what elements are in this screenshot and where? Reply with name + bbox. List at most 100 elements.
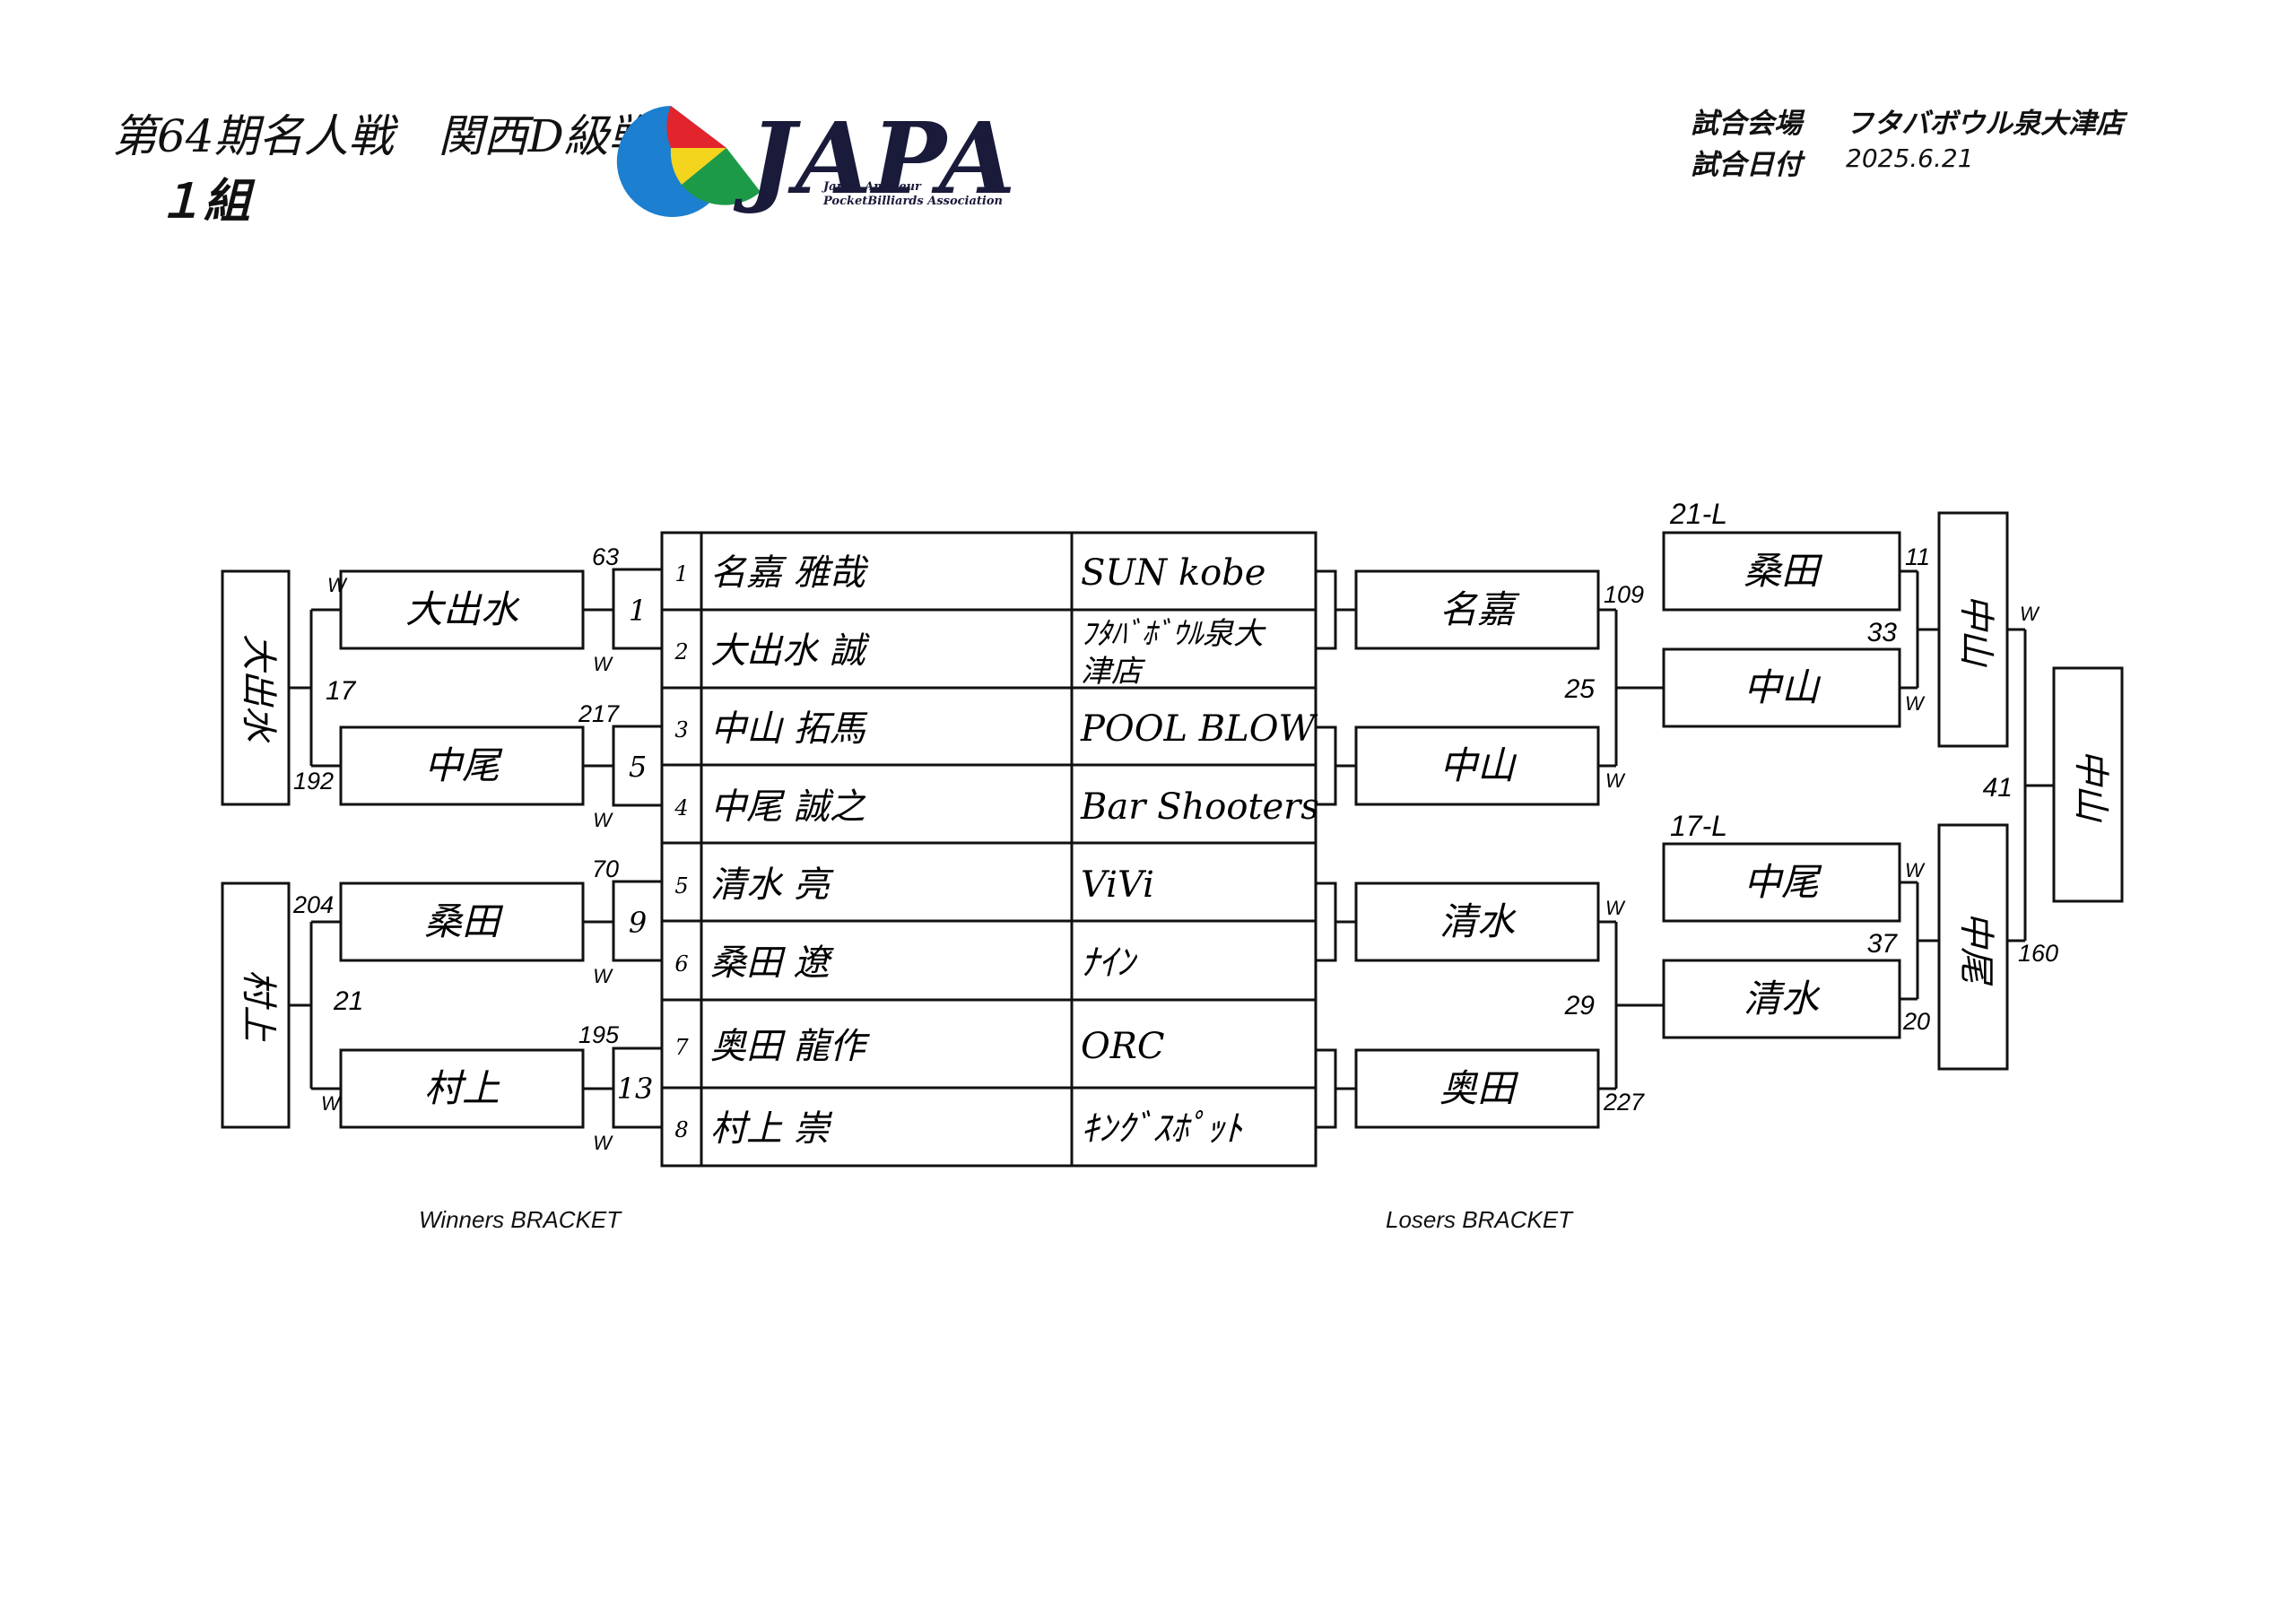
winner-mark: W — [593, 1132, 613, 1154]
player-name: 大出水 誠 — [710, 630, 871, 672]
venue-value: フタバボウル泉大津店 — [1846, 108, 2124, 140]
loser-round2-name: 中山 — [1744, 665, 1822, 709]
score-label: 70 — [592, 855, 619, 882]
winner-name: 大出水 — [405, 587, 520, 631]
winners-bracket-caption: Winners BRACKET — [419, 1206, 622, 1233]
losers-bracket-text: 名嘉 中山 清水 奥田 109 25 W W 29 227 21-L 17-L … — [1439, 498, 2111, 1116]
team-name: ﾅｲﾝ — [1081, 942, 1138, 984]
loser-round2-name: 中尾 — [1744, 860, 1822, 904]
page-title: 第64期名人戦 関西D級戦 — [112, 110, 654, 162]
seed-number: 8 — [674, 1117, 688, 1142]
losers-round1-connectors — [1598, 608, 1664, 1090]
loser-round3-name: 中尾 — [1955, 911, 1996, 986]
loser-round1-name: 清水 — [1439, 899, 1517, 943]
group-label: １組 — [157, 175, 251, 229]
seed-number: 2 — [674, 639, 688, 664]
date-label: 試合日付 — [1691, 149, 1802, 181]
winner-mark: W — [1605, 769, 1626, 792]
champion-name: 中山 — [2070, 749, 2111, 823]
losers-feed-ticks — [1314, 569, 1356, 1129]
winner-name: 村上 — [424, 1066, 500, 1110]
seed-number: 5 — [674, 873, 688, 899]
japa-logo: JAPA Japan Amateur PocketBilliards Assoc… — [616, 100, 1015, 217]
loser-round1-name: 奥田 — [1439, 1066, 1519, 1110]
score-label: 109 — [1604, 581, 1644, 608]
score-label: 160 — [2018, 940, 2058, 967]
losers-round2-boxes — [1662, 531, 1901, 1039]
logo-text: JAPA — [733, 100, 1015, 216]
player-name: 桑田 遼 — [710, 942, 835, 984]
winner-mark: W — [2020, 603, 2040, 625]
logo-sub2: PocketBilliards Association — [822, 195, 1003, 208]
loser-round3-name: 中山 — [1955, 594, 1996, 668]
loser-round2-name: 桑田 — [1744, 549, 1823, 593]
team-name: ﾌﾀﾊﾞﾎﾞｳﾙ泉大 — [1081, 616, 1266, 652]
score-label: 227 — [1603, 1089, 1645, 1116]
winner-mark: W — [1905, 859, 1926, 881]
champion-box — [2052, 666, 2124, 903]
losers-round3-box-2 — [1937, 823, 2009, 1071]
date-value: 2025.6.21 — [1846, 143, 1974, 173]
winner-mark: W — [593, 965, 613, 987]
score-label: 20 — [1902, 1008, 1930, 1035]
winners-round2-connectors — [289, 608, 341, 1090]
losers-round2-connectors — [1900, 569, 1939, 1001]
winners-final-box-2 — [221, 881, 291, 1129]
player-name: 中山 拓馬 — [710, 708, 868, 750]
winner-name: 中尾 — [424, 743, 503, 787]
seed-number: 1 — [674, 561, 688, 586]
seed-number: 6 — [674, 951, 688, 977]
match-number: 17 — [326, 676, 357, 706]
winner-mark: W — [593, 809, 613, 831]
winners-final-box-1 — [221, 569, 291, 806]
winner-mark: W — [327, 574, 348, 596]
losers-round1-boxes — [1354, 569, 1600, 1129]
logo-sub1: Japan Amateur — [821, 180, 922, 194]
player-table-text: 1 名嘉 雅哉 SUN kobe 2 大出水 誠 ﾌﾀﾊﾞﾎﾞｳﾙ泉大 津店 3… — [674, 552, 1318, 1150]
match-number: 1 — [629, 594, 647, 628]
winners-round1-winners — [339, 569, 613, 1129]
drop-label: 17-L — [1670, 810, 1727, 842]
team-name: Bar Shooters — [1080, 786, 1319, 828]
seed-number: 7 — [674, 1035, 689, 1060]
losers-final-connector — [2007, 628, 2054, 942]
losers-bracket-caption: Losers BRACKET — [1386, 1206, 1573, 1233]
score-label: 192 — [293, 768, 334, 795]
winner-mark: W — [1905, 692, 1926, 715]
team-name: ViVi — [1081, 864, 1154, 906]
score-label: 63 — [592, 543, 619, 570]
loser-round1-name: 名嘉 — [1439, 587, 1520, 631]
loser-round2-name: 清水 — [1744, 977, 1821, 1020]
player-name: 名嘉 雅哉 — [710, 552, 869, 594]
drop-label: 21-L — [1669, 498, 1727, 530]
team-name: SUN kobe — [1081, 552, 1265, 594]
score-label: 204 — [292, 891, 334, 918]
seed-number: 4 — [674, 795, 688, 821]
match-number: 25 — [1564, 674, 1596, 704]
score-label: 37 — [1867, 929, 1899, 959]
winner-mark: W — [593, 653, 613, 675]
match-number: 13 — [617, 1072, 654, 1106]
player-name: 清水 亮 — [710, 864, 834, 906]
team-name: ｷﾝｸﾞｽﾎﾟｯﾄ — [1081, 1108, 1243, 1150]
player-name: 村上 崇 — [710, 1108, 833, 1150]
winners-round1-boxes — [612, 568, 664, 1129]
match-number: 9 — [629, 906, 647, 940]
score-label: 11 — [1905, 543, 1930, 570]
winners-bracket-text: 1 5 9 13 63 217 70 195 W W W W 大出水 中尾 桑田… — [238, 543, 653, 1154]
winner-mark: W — [321, 1092, 342, 1115]
team-name: POOL BLOW — [1080, 708, 1318, 750]
player-name: 中尾 誠之 — [710, 786, 866, 828]
match-number: 41 — [1983, 773, 2013, 803]
match-number: 5 — [629, 750, 647, 784]
winner-mark: W — [1605, 897, 1626, 919]
loser-round1-name: 中山 — [1439, 743, 1518, 787]
seed-number: 3 — [674, 717, 688, 743]
team-name: ORC — [1081, 1026, 1165, 1067]
winner-name: 桑田 — [424, 899, 504, 943]
team-name-cont: 津店 — [1081, 654, 1146, 690]
round2-winner-name: 村上 — [238, 969, 279, 1042]
player-table — [660, 531, 1318, 1168]
score-label: 33 — [1867, 618, 1898, 647]
